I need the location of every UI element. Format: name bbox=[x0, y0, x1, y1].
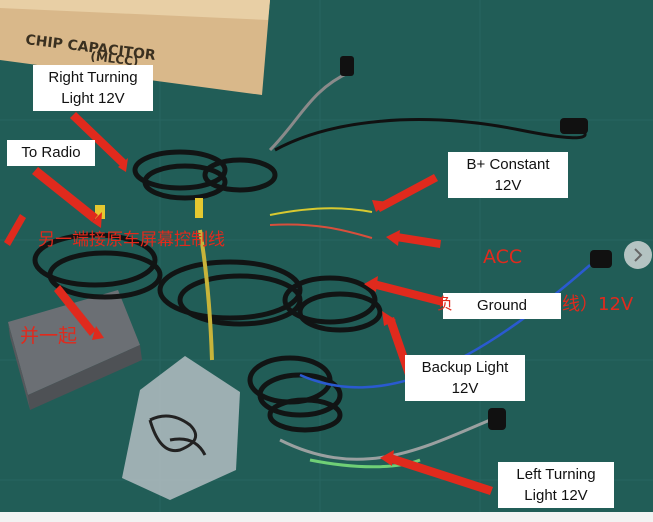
chinese-screen-control-label: 另一端接原车屏幕控制线 bbox=[38, 230, 225, 250]
module-box bbox=[8, 290, 142, 410]
backup-light-label: Backup Light 12V bbox=[405, 355, 525, 401]
connector-right-top bbox=[560, 118, 588, 134]
bottom-strip bbox=[0, 512, 653, 522]
acc-label: ACC bbox=[483, 246, 523, 268]
connector-bottom-right bbox=[488, 408, 506, 430]
next-image-button[interactable] bbox=[624, 241, 652, 269]
chinese-negative-left: 负 bbox=[437, 294, 454, 313]
left-turning-label: Left Turning Light 12V bbox=[498, 462, 614, 508]
chinese-together-label: 并一起 bbox=[20, 325, 78, 347]
ground-label: Ground bbox=[443, 293, 561, 319]
to-radio-label: To Radio bbox=[7, 140, 95, 166]
svg-text:(MLCC): (MLCC) bbox=[90, 49, 140, 69]
right-turning-label: Right Turning Light 12V bbox=[33, 65, 153, 111]
b-plus-constant-label: B+ Constant 12V bbox=[448, 152, 568, 198]
connector-right-mid bbox=[590, 250, 612, 268]
chevron-right-icon bbox=[634, 248, 643, 262]
plastic-bag bbox=[122, 356, 240, 500]
connector-top bbox=[340, 56, 354, 76]
chinese-negative-right: 线）12V bbox=[562, 294, 634, 315]
